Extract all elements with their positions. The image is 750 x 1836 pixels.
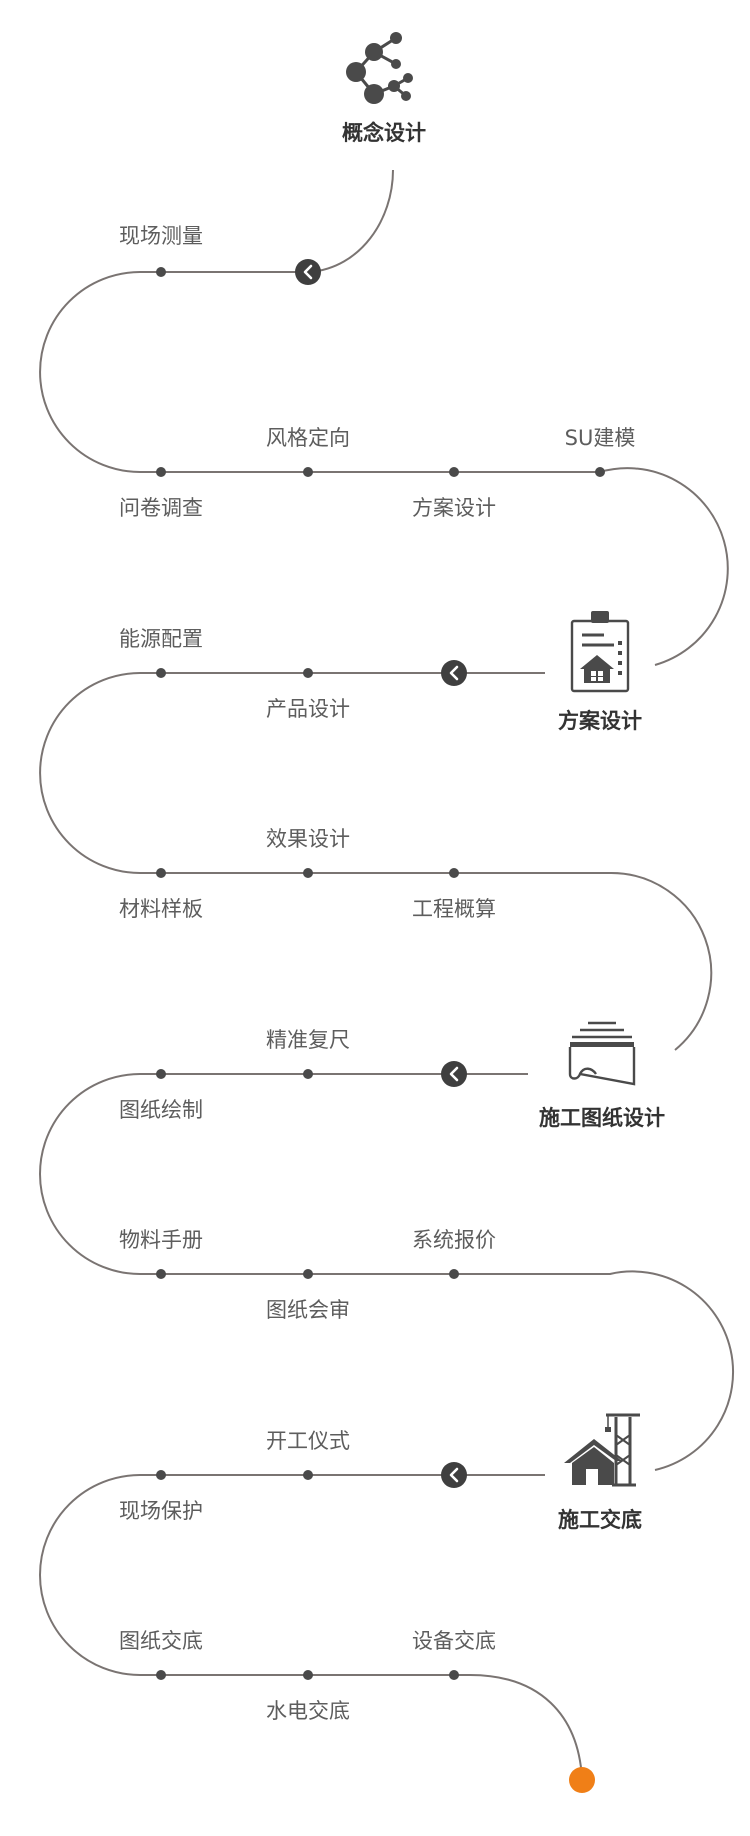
node-dot: [303, 668, 313, 678]
step-label: 设备交底: [412, 1629, 496, 1653]
step-label: 图纸绘制: [119, 1098, 203, 1122]
step-label: 开工仪式: [266, 1429, 350, 1453]
stage-label-scheme: 方案设计: [558, 709, 642, 733]
stage-label-construction-drawings: 施工图纸设计: [539, 1106, 665, 1130]
step-label: 风格定向: [266, 426, 350, 450]
node-dot: [156, 267, 166, 277]
step-label: 水电交底: [266, 1699, 350, 1723]
step-label: 问卷调查: [119, 496, 203, 520]
flow-path: [39, 1474, 583, 1779]
flow-path: [39, 169, 729, 666]
step-label: 方案设计: [412, 496, 496, 520]
node-dots: [156, 267, 605, 1680]
stage-label-handover: 施工交底: [558, 1508, 642, 1532]
node-dot: [595, 467, 605, 477]
step-label: 现场保护: [119, 1499, 203, 1523]
step-label: SU建模: [565, 426, 636, 450]
node-dot: [303, 467, 313, 477]
flow-path: [39, 1073, 735, 1471]
chevron-left-icon: [295, 259, 321, 285]
node-dot: [449, 1269, 459, 1279]
step-label: 物料手册: [119, 1228, 203, 1252]
clipboard-house-icon: [570, 611, 630, 693]
node-dot: [156, 467, 166, 477]
paper-stack-icon: [568, 1021, 636, 1086]
node-dot: [303, 1470, 313, 1480]
node-dot: [303, 1670, 313, 1680]
node-dot: [156, 1470, 166, 1480]
node-dot: [303, 1269, 313, 1279]
molecule-icon: [346, 32, 413, 104]
node-dot: [156, 668, 166, 678]
step-label: 材料样板: [119, 897, 203, 921]
house-crane-icon: [564, 1413, 640, 1487]
step-label: 产品设计: [266, 697, 350, 721]
stage-label-concept: 概念设计: [342, 121, 426, 145]
step-label: 现场测量: [119, 224, 203, 248]
step-label: 图纸交底: [119, 1629, 203, 1653]
step-label: 系统报价: [412, 1228, 496, 1252]
step-label: 图纸会审: [266, 1298, 350, 1322]
node-dot: [449, 1670, 459, 1680]
node-dot: [156, 1069, 166, 1079]
flow-path: [39, 672, 713, 1051]
chevron-left-icon: [441, 660, 467, 686]
node-dot: [156, 1670, 166, 1680]
node-dot: [303, 868, 313, 878]
step-label: 工程概算: [412, 897, 496, 921]
node-dot: [156, 1269, 166, 1279]
chevron-left-icon: [441, 1061, 467, 1087]
node-dot: [156, 868, 166, 878]
step-label: 效果设计: [266, 827, 350, 851]
step-label: 精准复尺: [266, 1028, 350, 1052]
end-marker: [569, 1767, 595, 1793]
chevron-left-icon: [441, 1462, 467, 1488]
step-label: 能源配置: [119, 627, 203, 651]
node-dot: [449, 868, 459, 878]
node-dot: [449, 467, 459, 477]
node-dot: [303, 1069, 313, 1079]
